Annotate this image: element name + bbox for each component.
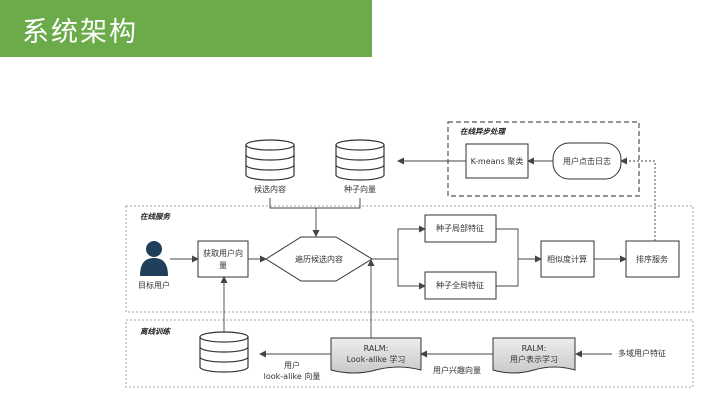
ranking-service-label: 排序服务 <box>636 254 668 264</box>
connector-lines <box>170 157 656 358</box>
ralm-user-label-line2: 用户表示学习 <box>510 354 558 364</box>
slide-title: 系统架构 <box>22 17 138 48</box>
database-icon <box>245 139 295 181</box>
seed-local-feature-label: 种子局部特征 <box>436 223 484 233</box>
get-user-vector-box <box>197 240 249 278</box>
ralm-user-label-line1: RALM: <box>522 344 547 353</box>
user-interest-vector-label: 用户兴趣向量 <box>433 365 481 375</box>
offline-section-label: 离线训练 <box>140 327 171 336</box>
multi-domain-feature-label: 多域用户特征 <box>618 348 666 358</box>
candidate-content-label: 候选内容 <box>254 184 286 194</box>
title-bar: 系统架构 <box>0 0 372 57</box>
get-user-vector-label-line2: 量 <box>219 261 227 270</box>
lookalike-vector-label-line2: look-alike 向量 <box>264 371 321 381</box>
click-log-label: 用户点击日志 <box>563 156 611 166</box>
kmeans-label: K-means 聚类 <box>471 156 524 166</box>
get-user-vector-label-line1: 获取用户向 <box>203 248 243 258</box>
target-user-label: 目标用户 <box>138 280 170 290</box>
database-icon <box>335 139 385 181</box>
ralm-lookalike-box <box>330 337 422 374</box>
kmeans-box <box>465 143 529 179</box>
traverse-candidates-label: 遍历候选内容 <box>295 254 343 264</box>
ralm-user-representation-box <box>492 337 576 374</box>
ralm-lookalike-label-line1: RALM: <box>364 344 389 353</box>
online-section-label: 在线服务 <box>140 212 171 221</box>
lookalike-vector-label-line1: 用户 <box>284 360 300 370</box>
seed-global-feature-label: 种子全局特征 <box>436 280 484 290</box>
similarity-label: 相似度计算 <box>547 254 587 264</box>
async-section-frame <box>447 121 640 197</box>
seed-vector-label: 种子向量 <box>344 184 376 194</box>
online-section-frame <box>125 205 694 313</box>
offline-section-frame <box>125 319 694 388</box>
database-icon <box>199 331 249 373</box>
user-icon <box>140 241 168 276</box>
async-section-label: 在线异步处理 <box>460 127 506 136</box>
ralm-lookalike-label-line2: Look-alike 学习 <box>347 354 406 364</box>
